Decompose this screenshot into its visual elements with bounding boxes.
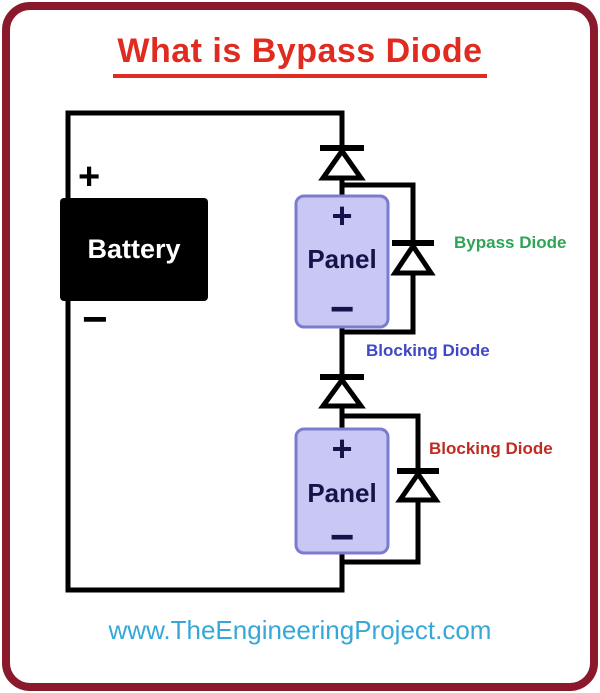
panel-1-minus-sign: − [329,285,355,332]
panel-2-box [294,427,390,555]
panel-1-plus-sign: + [331,195,353,236]
battery-minus-sign: − [82,295,108,344]
battery-plus-sign: + [78,156,101,198]
blocking-diode-label-blue: Blocking Diode [366,341,490,360]
panel-2-label: Panel [307,478,377,508]
bypass-diode-label: Bypass Diode [454,233,567,252]
panel-2-minus-sign: − [329,513,355,560]
panel-2-plus-sign: + [331,428,353,469]
diode-top-series [318,145,366,181]
battery-label: Battery [87,234,181,264]
panel-1-box [294,194,390,329]
page-title-text: What is Bypass Diode [113,32,487,78]
wire-bypass-branch-1 [342,182,416,335]
panel-1-label: Panel [307,244,377,274]
diode-bypass-panel2 [395,468,441,503]
wire-bypass-branch-2 [342,413,421,565]
page-title: What is Bypass Diode [0,32,600,78]
wire-main-loop [65,110,345,593]
blocking-diode-label-red: Blocking Diode [429,439,553,458]
diode-blocking-middle [318,374,366,409]
website-url: www.TheEngineeringProject.com [108,615,492,645]
diode-bypass-panel1 [390,240,436,276]
battery-box [60,198,208,301]
